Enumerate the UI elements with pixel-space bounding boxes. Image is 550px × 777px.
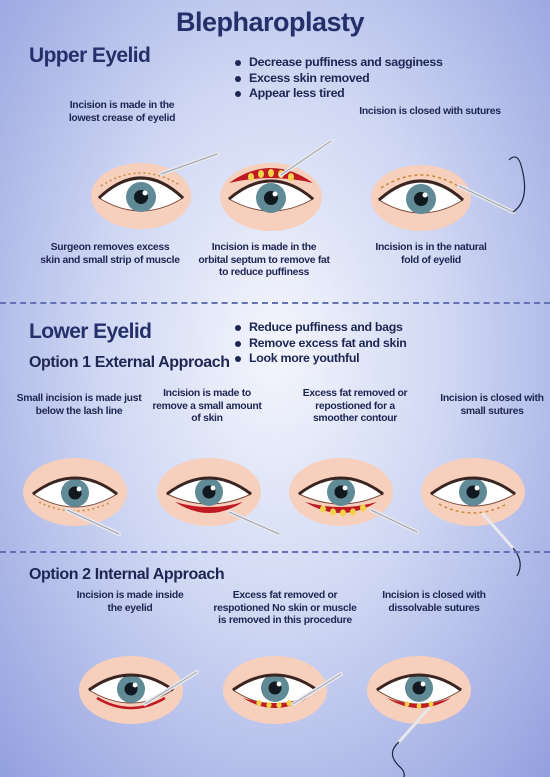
page-title: Blepharoplasty <box>176 7 365 37</box>
upper-caption-fold: Incision is in the natural fold of eyeli… <box>375 242 487 266</box>
option2-caption-incision: Incision is made inside the eyelid <box>76 590 184 614</box>
lower-eye-illustration-1 <box>20 452 130 536</box>
upper-caption-skin: Surgeon removes excess skin and small st… <box>40 242 180 266</box>
upper-caption-sutures: Incision is closed with sutures <box>359 106 501 117</box>
upper-eye-illustration-2 <box>218 139 333 231</box>
option2-caption-sutures: Incision is closed with dissolvable sutu… <box>382 590 486 614</box>
upper-benefits-list: Decrease puffiness and sagginess Excess … <box>234 55 443 102</box>
upper-eye-illustration-1 <box>88 148 219 229</box>
upper-eyelid-heading: Upper Eyelid <box>29 44 151 67</box>
lower-benefit-3: Look more youthful <box>234 351 407 367</box>
section-divider-1 <box>0 302 550 304</box>
lower-benefits-list: Reduce puffiness and bags Remove excess … <box>234 320 407 367</box>
upper-caption-septum: Incision is made in the orbital septum t… <box>198 242 330 279</box>
option2-eye-illustration-3 <box>364 650 474 777</box>
upper-benefit-1: Decrease puffiness and sagginess <box>234 55 443 71</box>
lower-caption-sutures: Incision is closed with small sutures <box>440 393 544 417</box>
option1-heading: Option 1 External Approach <box>29 354 230 371</box>
lower-caption-lash: Small incision is made just below the la… <box>16 393 142 417</box>
lower-eye-illustration-3 <box>286 452 419 534</box>
option2-heading: Option 2 Internal Approach <box>29 566 225 583</box>
upper-eye-illustration-3 <box>368 150 526 231</box>
lower-caption-fat: Excess fat removed or repostioned for a … <box>302 388 408 425</box>
lower-caption-skin: Incision is made to remove a small amoun… <box>152 388 262 425</box>
upper-caption-crease: Incision is made in the lowest crease of… <box>68 100 176 124</box>
upper-benefit-3: Appear less tired <box>234 86 443 102</box>
lower-benefit-2: Remove excess fat and skin <box>234 336 407 352</box>
lower-eye-illustration-4 <box>418 452 528 577</box>
option2-caption-fat: Excess fat removed or respotioned No ski… <box>213 590 357 627</box>
lower-benefit-1: Reduce puffiness and bags <box>234 320 407 336</box>
upper-benefit-2: Excess skin removed <box>234 71 443 87</box>
option2-eye-illustration-2 <box>220 650 343 730</box>
section-divider-2 <box>0 551 550 553</box>
lower-eyelid-heading: Lower Eyelid <box>29 320 152 343</box>
lower-eye-illustration-2 <box>154 452 281 536</box>
option2-eye-illustration-1 <box>76 650 199 730</box>
